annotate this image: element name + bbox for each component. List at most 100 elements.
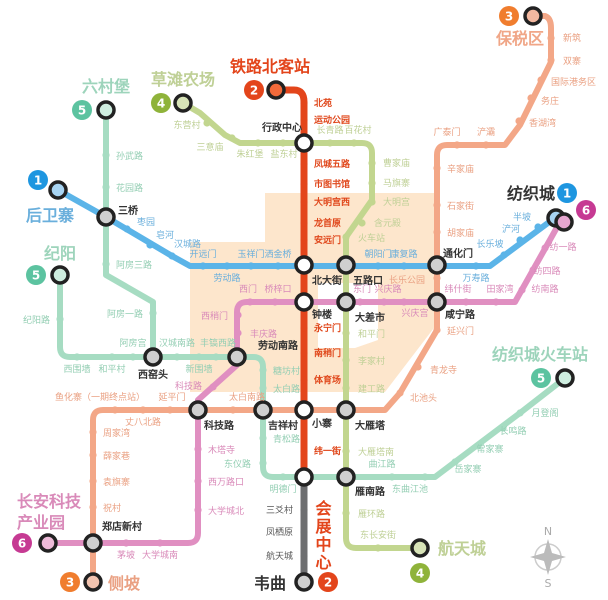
terminal-station[interactable] [410, 538, 430, 558]
station-dot[interactable] [368, 198, 376, 206]
station-dot[interactable] [356, 298, 364, 306]
terminal-station[interactable] [38, 533, 58, 553]
station-dot[interactable] [462, 298, 470, 306]
station-dot[interactable] [350, 139, 358, 147]
station-dot[interactable] [515, 117, 523, 125]
station-dot[interactable] [229, 406, 237, 414]
interchange-station[interactable] [83, 533, 103, 553]
station-dot[interactable] [482, 141, 490, 149]
station-dot[interactable] [259, 434, 267, 442]
station-dot[interactable] [259, 384, 267, 392]
station-dot[interactable] [547, 56, 555, 64]
station-dot[interactable] [89, 477, 97, 485]
station-dot[interactable] [146, 241, 154, 249]
station-dot[interactable] [111, 406, 119, 414]
station-dot[interactable] [274, 262, 282, 270]
station-dot[interactable] [89, 451, 97, 459]
terminal-station[interactable] [83, 572, 103, 592]
station-dot[interactable] [259, 366, 267, 374]
station-dot[interactable] [300, 349, 308, 357]
station-dot[interactable] [300, 116, 308, 124]
interchange-station[interactable] [294, 467, 314, 487]
station-dot[interactable] [342, 356, 350, 364]
station-dot[interactable] [451, 458, 459, 466]
station-dot[interactable] [300, 236, 308, 244]
station-dot[interactable] [421, 473, 429, 481]
station-dot[interactable] [368, 179, 376, 187]
station-dot[interactable] [212, 353, 220, 361]
station-dot[interactable] [203, 119, 211, 127]
terminal-station[interactable] [523, 6, 543, 26]
station-dot[interactable] [368, 159, 376, 167]
station-dot[interactable] [472, 262, 480, 270]
station-dot[interactable] [194, 445, 202, 453]
station-dot[interactable] [102, 183, 110, 191]
station-dot[interactable] [342, 447, 350, 455]
interchange-station[interactable] [143, 347, 163, 367]
terminal-station[interactable] [48, 180, 68, 200]
station-dot[interactable] [414, 363, 422, 371]
station-dot[interactable] [547, 34, 555, 42]
station-dot[interactable] [300, 99, 308, 107]
station-dot[interactable] [300, 552, 308, 560]
station-dot[interactable] [527, 94, 535, 102]
station-dot[interactable] [388, 473, 396, 481]
terminal-station[interactable] [554, 212, 574, 232]
station-dot[interactable] [102, 260, 110, 268]
station-dot[interactable] [342, 384, 350, 392]
station-dot[interactable] [122, 539, 130, 547]
station-dot[interactable] [342, 509, 350, 517]
station-dot[interactable] [102, 151, 110, 159]
station-dot[interactable] [537, 76, 545, 84]
station-dot[interactable] [396, 389, 404, 397]
station-dot[interactable] [246, 298, 254, 306]
terminal-station[interactable] [294, 572, 314, 592]
interchange-station[interactable] [336, 467, 356, 487]
terminal-station[interactable] [266, 80, 286, 100]
station-dot[interactable] [279, 473, 287, 481]
station-dot[interactable] [223, 262, 231, 270]
station-dot[interactable] [474, 442, 482, 450]
station-dot[interactable] [254, 139, 262, 147]
station-dot[interactable] [89, 503, 97, 511]
station-dot[interactable] [516, 236, 524, 244]
station-dot[interactable] [300, 160, 308, 168]
station-dot[interactable] [358, 219, 366, 227]
station-dot[interactable] [166, 406, 174, 414]
station-dot[interactable] [300, 376, 308, 384]
station-dot[interactable] [342, 329, 350, 337]
station-dot[interactable] [342, 233, 350, 241]
station-dot[interactable] [541, 244, 549, 252]
station-dot[interactable] [271, 298, 279, 306]
station-dot[interactable] [400, 262, 408, 270]
station-dot[interactable] [279, 139, 287, 147]
terminal-station[interactable] [555, 368, 575, 388]
station-dot[interactable] [195, 353, 203, 361]
station-dot[interactable] [300, 324, 308, 332]
station-dot[interactable] [453, 141, 461, 149]
interchange-station[interactable] [336, 255, 356, 275]
station-dot[interactable] [194, 477, 202, 485]
station-dot[interactable] [156, 539, 164, 547]
station-dot[interactable] [433, 164, 441, 172]
station-dot[interactable] [300, 198, 308, 206]
station-dot[interactable] [326, 139, 334, 147]
station-dot[interactable] [492, 298, 500, 306]
station-dot[interactable] [374, 544, 382, 552]
station-dot[interactable] [433, 274, 441, 282]
station-dot[interactable] [194, 506, 202, 514]
interchange-station[interactable] [253, 400, 273, 420]
terminal-station[interactable] [96, 100, 116, 120]
interchange-station[interactable] [427, 255, 447, 275]
station-dot[interactable] [499, 424, 507, 432]
station-dot[interactable] [380, 298, 388, 306]
station-dot[interactable] [247, 262, 255, 270]
interchange-station[interactable] [336, 292, 356, 312]
station-dot[interactable] [234, 311, 242, 319]
station-dot[interactable] [516, 409, 524, 417]
station-dot[interactable] [89, 428, 97, 436]
interchange-station[interactable] [294, 255, 314, 275]
interchange-station[interactable] [96, 207, 116, 227]
station-dot[interactable] [149, 309, 157, 317]
station-dot[interactable] [129, 353, 137, 361]
